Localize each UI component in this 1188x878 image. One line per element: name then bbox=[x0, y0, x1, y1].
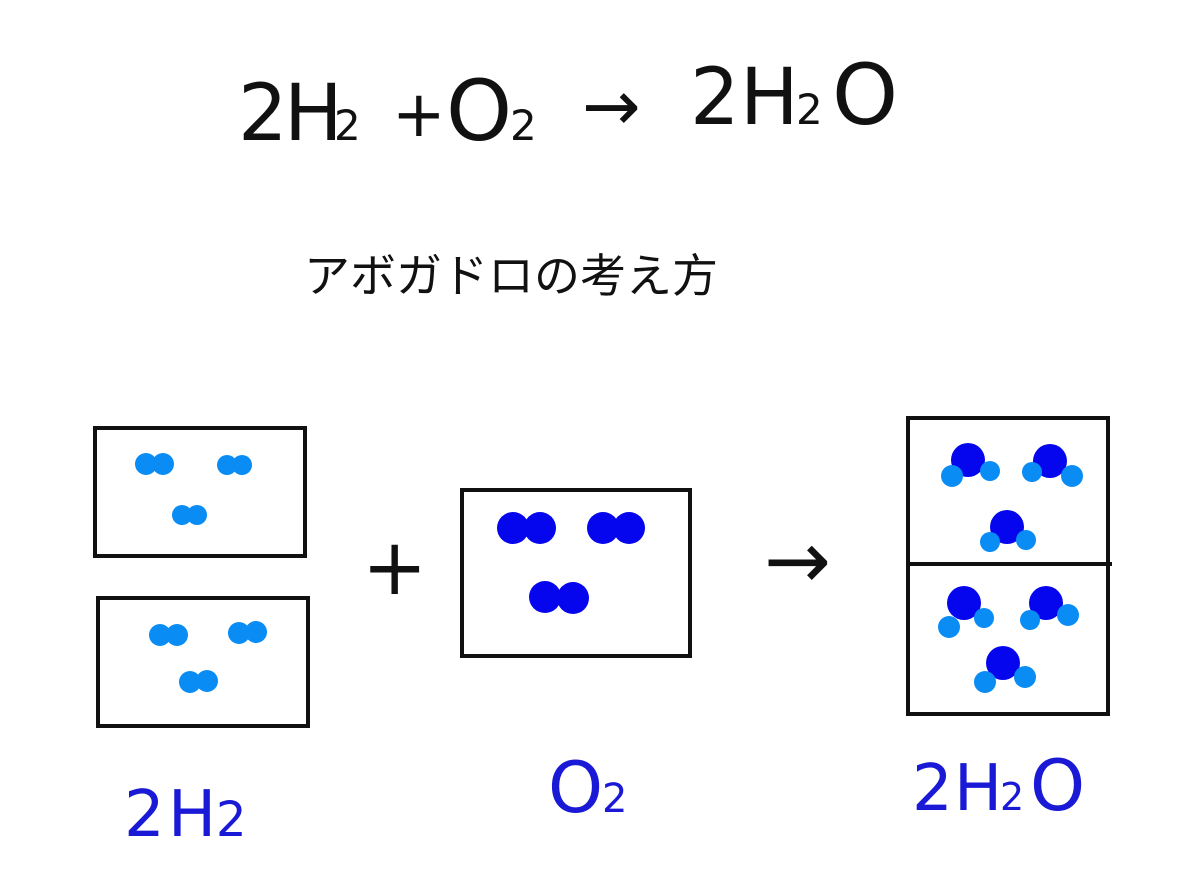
h2-molecule bbox=[217, 455, 252, 475]
h2o-molecule bbox=[1020, 586, 1079, 630]
h2o-molecule bbox=[1022, 444, 1083, 487]
label-h2-element: H bbox=[168, 778, 216, 852]
equation-coefficient-2: 2 bbox=[690, 53, 740, 143]
equation-subscript-1: 2 bbox=[334, 101, 361, 150]
label-o2-subscript: 2 bbox=[602, 776, 627, 822]
equation-subscript-2: 2 bbox=[510, 101, 537, 150]
equation-hydrogen-2: H bbox=[740, 53, 799, 143]
equation-hydrogen-1: H bbox=[284, 69, 343, 159]
h2-container-bottom bbox=[96, 596, 310, 728]
label-h2o-subscript: 2 bbox=[1000, 775, 1024, 819]
h2o-molecule bbox=[941, 443, 1000, 487]
h2o-molecule bbox=[980, 510, 1036, 552]
diagram-arrow: → bbox=[764, 514, 831, 607]
h2-molecule bbox=[149, 624, 188, 646]
o2-container bbox=[460, 488, 692, 658]
h2o-molecule bbox=[974, 646, 1036, 693]
label-o2: O 2 bbox=[548, 747, 627, 829]
label-h2o: 2 H 2 O bbox=[912, 745, 1085, 827]
equation-coefficient-1: 2 bbox=[238, 69, 288, 159]
equation-plus: + bbox=[392, 78, 446, 152]
equation-arrow: → bbox=[582, 65, 641, 147]
label-h2: 2 H 2 bbox=[124, 778, 247, 852]
equation-oxygen-2: O bbox=[832, 46, 898, 144]
label-h2o-coefficient: 2 bbox=[912, 752, 953, 826]
h2-molecule bbox=[172, 505, 207, 525]
h2-container-top bbox=[93, 426, 307, 558]
chemical-equation: 2 H 2 + O 2 → 2 H 2 O bbox=[238, 46, 898, 160]
label-h2o-element: H bbox=[954, 752, 1002, 826]
label-o2-element: O bbox=[548, 747, 603, 829]
diagram-plus: + bbox=[362, 523, 427, 613]
h2o-molecule bbox=[938, 586, 994, 638]
equation-oxygen: O bbox=[446, 62, 512, 160]
o2-molecule bbox=[497, 512, 556, 544]
h2-molecule bbox=[135, 453, 174, 475]
h2o-containers bbox=[906, 416, 1112, 716]
label-h2-subscript: 2 bbox=[216, 792, 247, 848]
o2-molecule bbox=[587, 512, 645, 544]
h2-molecule bbox=[179, 670, 218, 693]
diagram-heading: アボガドロの考え方 bbox=[304, 249, 718, 303]
h2-molecule bbox=[228, 621, 267, 644]
label-h2o-oxygen: O bbox=[1030, 745, 1085, 827]
label-h2-coefficient: 2 bbox=[124, 778, 165, 852]
equation-subscript-3: 2 bbox=[796, 85, 823, 134]
o2-molecule bbox=[529, 581, 589, 614]
